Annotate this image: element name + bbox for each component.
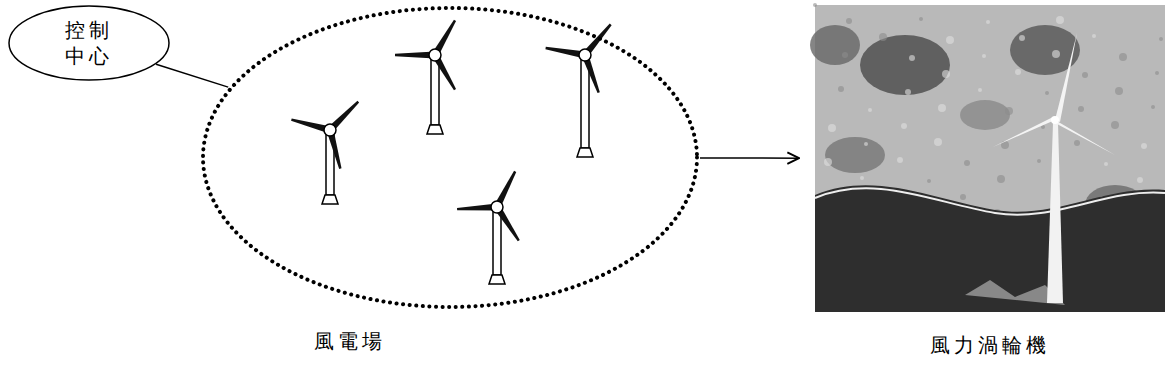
node-label: 控制 中心 <box>59 17 119 69</box>
wind-turbine-symbol <box>290 99 360 204</box>
caption-label: 風力渦輪機 <box>930 332 1050 358</box>
pointer-arrow <box>700 157 799 159</box>
turbine-photo: 風力渦輪機 <box>815 5 1165 312</box>
wind-turbine-symbol <box>545 22 613 157</box>
node-outline <box>815 5 1165 312</box>
wind-turbine-symbol <box>457 170 522 284</box>
node-outline <box>8 5 170 81</box>
link-line <box>156 64 228 87</box>
wind-farm-region: 風電場 <box>200 5 700 310</box>
wind-turbine-symbol <box>395 19 458 134</box>
caption-label: 風電場 <box>314 328 386 354</box>
node-outline <box>200 5 700 310</box>
control-center-ellipse: 控制 中心 <box>8 5 170 81</box>
